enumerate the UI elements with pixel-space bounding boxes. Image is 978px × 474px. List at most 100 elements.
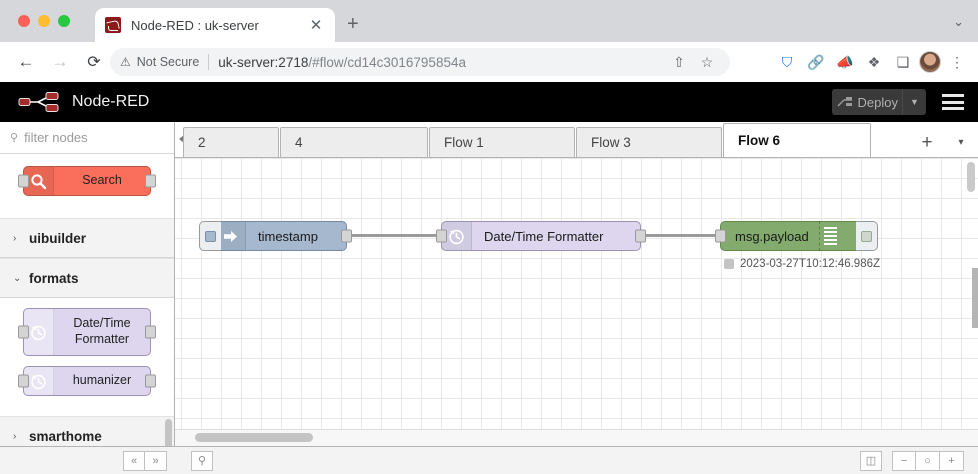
node-output-port[interactable] (341, 229, 352, 243)
window-icon[interactable]: ❑ (896, 53, 910, 70)
tabstrip-actions: + ▾ (910, 127, 978, 157)
palette-category-uibuilder[interactable]: › uibuilder (0, 218, 174, 258)
zoom-out-button[interactable]: − (892, 450, 916, 471)
browser-extensions-row: ⛉ 🔗 📣 ❖ ❑ ⋮ (774, 48, 970, 76)
palette-category-formats[interactable]: ⌄ formats (0, 258, 174, 298)
arrow-right-icon (216, 222, 246, 250)
minimize-window-button[interactable] (38, 15, 50, 27)
debug-toggle-button[interactable] (856, 221, 878, 251)
browser-tab[interactable]: Node-RED : uk-server ✕ (95, 8, 335, 42)
megaphone-icon[interactable]: 📣 (836, 53, 854, 70)
flow-tab-2[interactable]: 2 (183, 127, 279, 157)
close-window-button[interactable] (18, 15, 30, 27)
flow-canvas[interactable]: timestamp Date/Time Formatter (175, 158, 978, 446)
puzzle-extensions-icon[interactable]: ❖ (867, 53, 881, 70)
back-button[interactable]: ← (17, 52, 35, 71)
flow-tab-flow-6[interactable]: Flow 6 (723, 123, 871, 157)
palette-node-datetime-formatter[interactable]: Date/Time Formatter (18, 308, 156, 356)
flow-list-caret-icon[interactable]: ▾ (958, 136, 964, 148)
avatar[interactable] (919, 51, 941, 73)
flow-node-inject-timestamp[interactable]: timestamp (199, 221, 352, 251)
node-output-port[interactable] (145, 374, 156, 388)
node-input-port[interactable] (18, 174, 29, 188)
deploy-dropdown-caret-icon[interactable]: ▼ (902, 89, 926, 115)
node-input-port[interactable] (715, 229, 726, 243)
inject-trigger-button[interactable] (199, 221, 221, 251)
flow-tab-flow-3[interactable]: Flow 3 (576, 127, 722, 157)
expand-all-button[interactable]: » (145, 450, 167, 471)
node-output-port[interactable] (145, 325, 156, 339)
zoom-controls: − ○ + (892, 450, 964, 471)
palette-node-label: Date/Time Formatter (73, 316, 131, 346)
clock-icon (24, 309, 54, 355)
node-input-port[interactable] (18, 374, 29, 388)
node-palette: ⚲ filter nodes Search (0, 122, 175, 446)
clock-icon (442, 222, 472, 250)
bar (823, 231, 837, 233)
add-flow-button[interactable]: + (921, 131, 933, 153)
flow-tab-4[interactable]: 4 (280, 127, 428, 157)
palette-node-label: humanizer (72, 373, 132, 388)
node-output-port[interactable] (635, 229, 646, 243)
deploy-button[interactable]: Deploy ▼ (831, 89, 926, 115)
wire-formatter-to-debug[interactable] (641, 234, 720, 237)
address-bar[interactable]: ⚠ Not Secure uk-server:2718/#flow/cd14c3… (110, 48, 730, 76)
status-dot-icon (724, 259, 734, 269)
password-manager-icon[interactable]: ⛉ (781, 53, 793, 70)
main-menu-button[interactable] (942, 94, 964, 114)
flow-node-debug[interactable]: msg.payload (715, 221, 878, 251)
omnibox-actions: ⇧ ☆ (666, 48, 720, 76)
zoom-reset-button[interactable]: ○ (916, 450, 940, 471)
inject-button-square (205, 230, 216, 242)
bookmark-star-icon[interactable]: ☆ (700, 53, 714, 70)
node-status-debug: 2023-03-27T10:12:46.986Z (724, 258, 880, 270)
flow-node-datetime-formatter[interactable]: Date/Time Formatter (436, 221, 646, 251)
chevron-down-icon[interactable]: ⌄ (953, 14, 964, 29)
chevron-right-icon: › (13, 232, 17, 244)
palette-node-search[interactable]: Search (18, 166, 156, 196)
link-icon[interactable]: 🔗 (807, 53, 825, 70)
chevron-right-icon: › (13, 430, 17, 442)
navigator-map-button[interactable]: ◫ (860, 450, 882, 471)
new-tab-button[interactable]: + (347, 13, 359, 35)
status-bar: « » ⚲ ◫ − ○ + (0, 446, 978, 474)
filter-nodes-input[interactable]: filter nodes (24, 130, 88, 145)
not-secure-warning-icon: ⚠ (120, 55, 131, 69)
flow-tab-flow-1[interactable]: Flow 1 (429, 127, 575, 157)
share-icon[interactable]: ⇧ (673, 53, 685, 70)
search-flows-button[interactable]: ⚲ (191, 450, 213, 471)
canvas-view-controls: ◫ − ○ + (860, 450, 978, 471)
node-input-port[interactable] (436, 229, 447, 243)
bar (823, 227, 837, 229)
forward-button[interactable]: → (51, 52, 69, 71)
canvas-grid[interactable]: timestamp Date/Time Formatter (175, 158, 978, 446)
hamburger-bar (942, 100, 964, 104)
palette-category-smarthome[interactable]: › smarthome (0, 416, 174, 446)
browser-menu-icon[interactable]: ⋮ (950, 53, 964, 70)
flow-node-label: timestamp (258, 228, 318, 244)
node-red-logo-icon (18, 91, 64, 113)
palette-footer-actions: « » (0, 450, 175, 471)
security-status-label: Not Secure (136, 55, 200, 69)
sidebar-resize-handle[interactable] (972, 268, 978, 328)
close-icon[interactable]: ✕ (309, 17, 323, 34)
maximize-window-button[interactable] (58, 15, 70, 27)
hamburger-bar (942, 94, 964, 97)
wire-inject-to-formatter[interactable] (347, 234, 441, 237)
palette-filter[interactable]: ⚲ filter nodes (0, 122, 174, 154)
node-output-port[interactable] (145, 174, 156, 188)
flow-tab-label: 4 (295, 135, 303, 150)
collapse-all-button[interactable]: « (123, 450, 145, 471)
canvas-vertical-scrollbar[interactable] (967, 162, 975, 192)
canvas-horizontal-scrollbar-track[interactable] (175, 429, 978, 446)
canvas-horizontal-scrollbar[interactable] (195, 433, 313, 442)
url-host: uk-server:2718 (218, 54, 309, 70)
reload-button[interactable]: ⟳ (87, 54, 101, 71)
palette-node-humanizer[interactable]: humanizer (18, 366, 156, 396)
node-input-port[interactable] (18, 325, 29, 339)
palette-node-label: Search (82, 173, 122, 188)
browser-tabstrip: Node-RED : uk-server ✕ + ⌄ (0, 0, 978, 42)
zoom-in-button[interactable]: + (940, 450, 964, 471)
palette-scrollbar[interactable] (165, 419, 172, 446)
url-text: uk-server:2718/#flow/cd14c3016795854a (218, 55, 466, 70)
